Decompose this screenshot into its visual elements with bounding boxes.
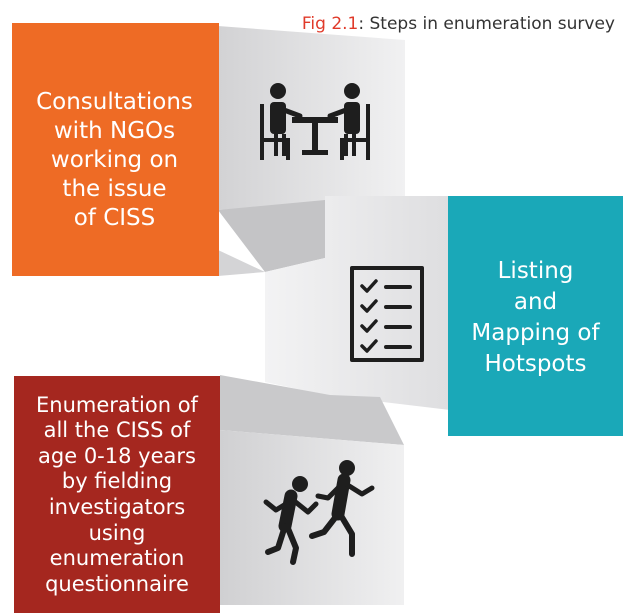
fold-1 bbox=[218, 200, 325, 272]
panel-step3 bbox=[220, 430, 404, 605]
caption-separator: : bbox=[358, 14, 365, 34]
step3-label: Enumeration of all the CISS of age 0-18 … bbox=[36, 392, 198, 596]
figure-number: Fig 2.1 bbox=[301, 14, 359, 34]
meeting-icon bbox=[260, 83, 370, 160]
step2-box bbox=[448, 196, 623, 436]
panel-step2 bbox=[265, 196, 450, 410]
step2-label: Listing and Mapping of Hotspots bbox=[471, 258, 600, 377]
fold-2 bbox=[220, 375, 404, 445]
checklist-icon bbox=[350, 266, 424, 362]
step3-box bbox=[14, 376, 220, 613]
step1-box bbox=[12, 23, 219, 276]
fold-1-shadow bbox=[218, 250, 265, 276]
figure-caption: Fig 2.1: Steps in enumeration survey bbox=[302, 14, 615, 34]
figure-title: Steps in enumeration survey bbox=[369, 14, 615, 34]
step1-label: Consultations with NGOs working on the i… bbox=[36, 88, 193, 231]
dancing-people-icon bbox=[263, 460, 375, 565]
